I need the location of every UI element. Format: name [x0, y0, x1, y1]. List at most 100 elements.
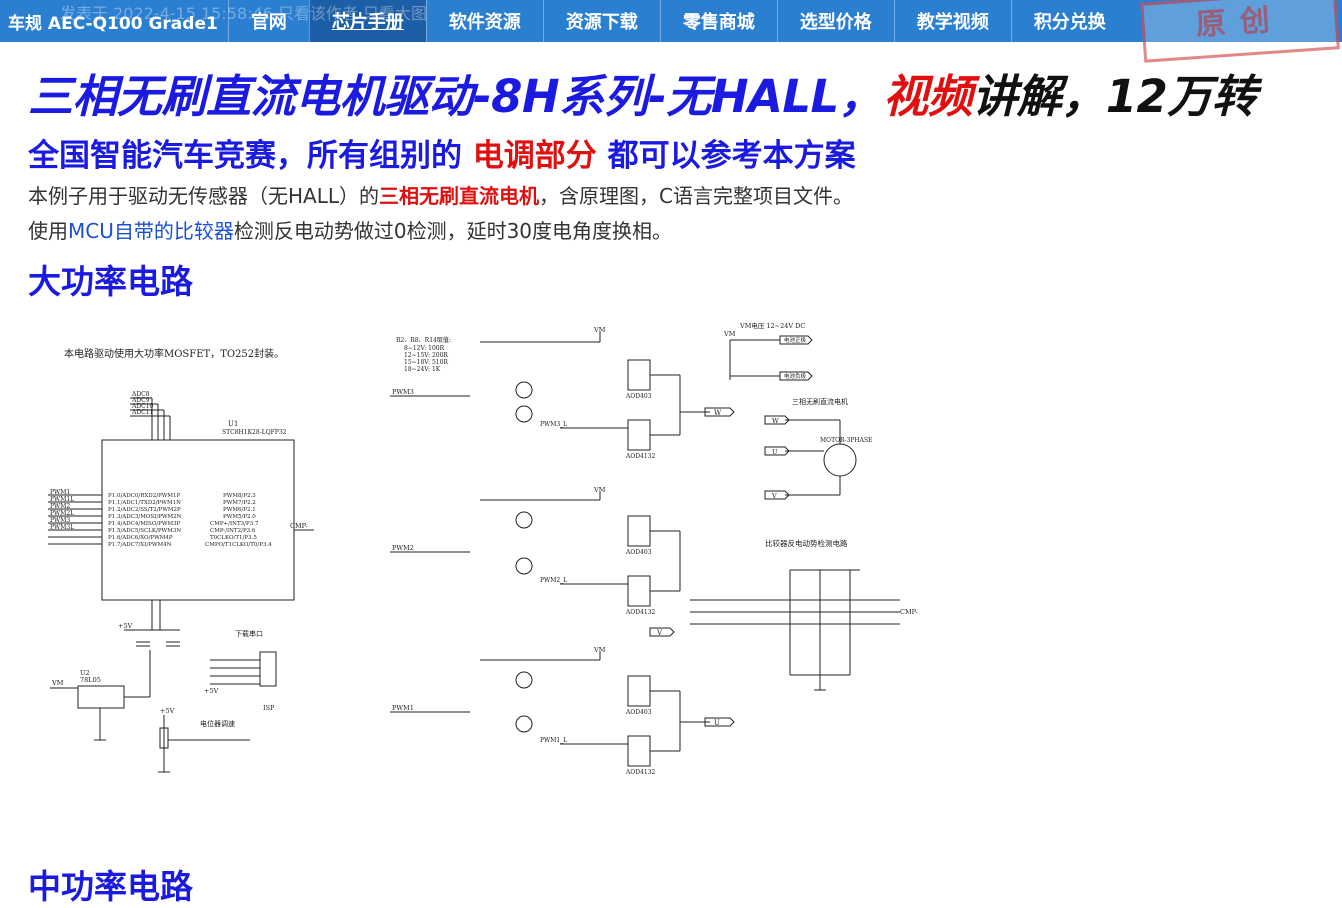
section-heading-mid-power: 中功率电路 [28, 867, 193, 906]
net-adc11: ADC11 [131, 409, 153, 416]
desc2-part-1: 使用 [28, 219, 68, 243]
motor-block: 三相无刷直流电机 MOTOR-3PHASE W U V [764, 397, 872, 500]
stage-w-q1: AOD403 [625, 393, 652, 400]
description-line-1: 本例子用于驱动无传感器（无HALL）的三相无刷直流电机，含原理图，C语言完整项目… [28, 180, 853, 209]
rnote-0: 8~12V: 100R [404, 345, 445, 352]
motor-u: U [772, 448, 778, 456]
mcu-top-nets: ADC8 ADC9 ADC10 ADC11 [130, 391, 171, 440]
rnote-title: R2、R8、R14取值: [396, 336, 451, 344]
bat-plus: 电池正极 [784, 336, 807, 344]
stage-v-pwml: PWM2_L [540, 577, 567, 584]
comparator-title: 比较器反电动势检测电路 [765, 538, 848, 548]
nav-item-store[interactable]: 零售商城 [659, 0, 777, 42]
net-pwm2: PWM2 [50, 503, 70, 510]
stage-w-q2: AOD4132 [625, 453, 656, 460]
nav-item-points[interactable]: 积分兑换 [1010, 0, 1128, 42]
motor-v: V [771, 492, 777, 500]
stage-u-pwml: PWM1_L [540, 737, 567, 744]
desc1-part-1: 本例子用于驱动无传感器（无HALL）的 [28, 184, 380, 208]
pot-5v-label: +5V [160, 707, 175, 715]
phase-v: V [656, 629, 663, 637]
stage-w-pwm: PWM3 [392, 388, 414, 396]
label-vm: VM [51, 679, 64, 687]
r-values-note: R2、R8、R14取值: 8~12V: 100R 12~15V: 200R 15… [396, 336, 451, 373]
net-pwm1l: PWM1L [50, 496, 74, 503]
reg-ref: U2 [80, 669, 90, 677]
net-cmp-minus: CMP- [290, 522, 308, 530]
mcu-bottom-wires: +5V [118, 600, 180, 647]
stage-w-vm: VM [593, 326, 606, 334]
phase-w: W [714, 409, 722, 417]
bat-minus: 电池负极 [784, 372, 807, 380]
schematic-diagram: 本电路驱动使用大功率MOSFET，TO252封装。 U1 STC8H1K28-L… [48, 321, 918, 776]
description-line-2: 使用MCU自带的比较器检测反电动势做过0检测，延时30度电角度换相。 [28, 215, 672, 244]
supply-vm: VM [723, 330, 736, 338]
title-part-1: 三相无刷直流电机驱动-8H系列-无HALL， [28, 70, 884, 123]
nav-item-official[interactable]: 官网 [227, 0, 309, 42]
desc1-part-3: ，含原理图，C语言完整项目文件。 [539, 184, 853, 208]
mcu-left-pins: P1.0/ADC0/RXD2/PWM1P P1.1/ADC1/TXD2/PWM1… [108, 493, 182, 548]
nav-item-downloads[interactable]: 资源下载 [542, 0, 660, 42]
phase-nets: W U V [649, 407, 735, 727]
pin-p35: T0CLKO/T1/P3.5 [210, 535, 257, 541]
pin-p20: PWM5/P2.0 [223, 514, 256, 520]
pin-p12: P1.2/ADC2/SS/T2/PWM2P [108, 507, 181, 513]
desc2-part-3: 检测反电动势做过0检测，延时30度电角度换相。 [233, 219, 673, 243]
pin-p10: P1.0/ADC0/RXD2/PWM1P [108, 493, 181, 499]
stage-u-pwm: PWM1 [392, 704, 414, 712]
mcu-right-pins: PWM8/P2.3 PWM7/P2.2 PWM6/P2.1 PWM5/P2.0 … [205, 493, 314, 548]
motor-symbol [823, 443, 857, 477]
nav-item-pricing[interactable]: 选型价格 [776, 0, 894, 42]
stage-v-vm: VM [593, 486, 606, 494]
nav-item-videos[interactable]: 教学视频 [893, 0, 1011, 42]
pin-p15: P1.5/ADC5/SCLK/PWM3N [108, 528, 181, 534]
title-part-video: 视频 [883, 70, 973, 123]
subtitle: 全国智能汽车竞赛，所有组别的 电调部分 都可以参考本方案 [28, 130, 856, 175]
comparator-network: 比较器反电动势检测电路 CMP- [690, 538, 918, 691]
desc2-part-comparator: MCU自带的比较器 [68, 219, 234, 243]
original-stamp: 原创 [1140, 0, 1340, 63]
stage-u-q5: AOD403 [625, 709, 652, 716]
nav-brand[interactable]: 车规 AEC-Q100 Grade1 [8, 13, 218, 34]
net-pwm3l: PWM3L [50, 524, 74, 531]
pot-circuit: +5V 电位器调速 [158, 707, 250, 773]
pin-p17: P1.7/ADC7/XI/PWM4N [108, 542, 172, 548]
stage-v-q3: AOD403 [625, 549, 652, 556]
mcu-body [101, 439, 295, 601]
driver-stage-v: VM PWM2 AOD403 AOD4132 PWM2_L [390, 486, 681, 616]
motor-w: W [772, 417, 779, 425]
pin-p13: P1.3/ADC3/MOSI/PWM2N [108, 514, 182, 520]
nav-item-datasheet[interactable]: 芯片手册 [308, 0, 426, 42]
isp-5v-label: +5V [204, 687, 219, 695]
isp-label: ISP [263, 704, 275, 712]
motor-part: MOTOR-3PHASE [820, 437, 872, 444]
pin-p23: PWM8/P2.3 [223, 493, 256, 499]
stage-w-pwml: PWM3_L [540, 421, 567, 428]
stage-v-q4: AOD4132 [625, 609, 656, 616]
mcu-part: STC8H1K28-LQFP32 [222, 429, 287, 436]
subtitle-part-esc: 电调部分 [472, 138, 597, 174]
regulator-u2: U2 78L05 VM [50, 650, 151, 741]
subtitle-part-1: 全国智能汽车竞赛，所有组别的 [28, 138, 473, 174]
driver-stage-u: VM PWM1 AOD403 AOD4132 PWM1_L [390, 646, 710, 776]
mcu-ref: U1 [228, 420, 238, 428]
pot-title: 电位器调速 [200, 719, 235, 728]
net-pwm2l: PWM2L [50, 510, 74, 517]
rnote-1: 12~15V: 200R [404, 352, 448, 359]
pin-p16: P1.6/ADC6/XO/PWM4P [108, 535, 173, 541]
supply-title: VM电压 12~24V DC [739, 321, 805, 330]
supply-block: VM电压 12~24V DC VM 电池正极 电池负极 [723, 321, 813, 381]
stage-u-vm: VM [593, 646, 606, 654]
net-adc9: ADC9 [131, 397, 150, 404]
pin-p36: CMP-/INT2/P3.6 [210, 528, 256, 534]
nav-item-software[interactable]: 软件资源 [425, 0, 543, 42]
desc1-part-motor: 三相无刷直流电机 [379, 184, 540, 208]
page-title: 三相无刷直流电机驱动-8H系列-无HALL，视频讲解，12万转 [28, 60, 1257, 125]
driver-stage-w: VM PWM3 AOD403 AOD4132 PWM3_L [390, 326, 710, 460]
subtitle-part-3: 都可以参考本方案 [596, 138, 856, 174]
net-pwm1: PWM1 [50, 489, 70, 496]
isp-connector: 下载串口 ISP +5V [204, 629, 277, 712]
phase-u: U [714, 719, 720, 727]
stage-v-pwm: PWM2 [392, 544, 414, 552]
pin-p34: CMPO/T1CLKO/T0/P3.4 [205, 542, 272, 548]
